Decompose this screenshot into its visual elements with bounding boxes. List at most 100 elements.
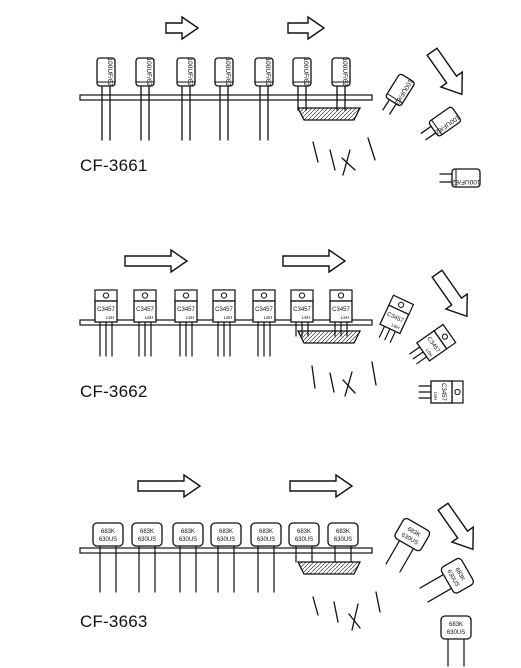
capacitor-body xyxy=(254,57,274,87)
capacitor: 100UF/6Z xyxy=(135,57,155,141)
feed-arrow xyxy=(287,15,326,41)
lead xyxy=(419,573,445,589)
caption-cf-3662: CF-3662 xyxy=(80,382,148,401)
body-marking: 100UF/6Z xyxy=(224,58,231,87)
body-sub-marking: L6H xyxy=(224,315,232,320)
lead xyxy=(412,351,424,360)
body-marking: 100UF/6Z xyxy=(264,58,271,87)
lead xyxy=(385,539,401,565)
trimmed-leads xyxy=(312,591,381,631)
capacitor: 100UF/6Z xyxy=(254,57,274,141)
lead-scrap xyxy=(333,601,339,623)
transistor-body xyxy=(212,300,236,323)
capacitor: 100UF/6Z xyxy=(176,57,196,141)
caption-cf-3661: CF-3661 xyxy=(80,156,148,175)
capacitor-body xyxy=(135,57,155,87)
eject-arrow xyxy=(437,502,474,551)
trimmed-leads xyxy=(312,137,376,176)
eject-arrow xyxy=(426,47,463,96)
lead-scrap xyxy=(329,372,335,393)
film-capacitor: 683K 630US xyxy=(172,522,204,593)
transistor-body xyxy=(174,300,198,323)
transistor-body xyxy=(252,300,276,323)
capacitor: 100UF/6Z xyxy=(420,106,462,141)
cutter-blade xyxy=(296,107,362,121)
transistor-body xyxy=(290,300,314,323)
feed-arrow xyxy=(137,473,202,499)
capacitor: 100UF/6Z xyxy=(382,73,415,115)
capacitor: 100UF/6Z xyxy=(439,168,481,188)
caption-cf-3663: CF-3663 xyxy=(80,612,148,631)
eject-arrow xyxy=(431,269,468,318)
body-marking: C3457 xyxy=(136,307,154,313)
mounting-hole xyxy=(337,292,345,299)
lead-scrap xyxy=(312,141,319,163)
film-capacitor-body xyxy=(440,615,472,640)
lead xyxy=(384,328,391,341)
body-sub-marking: L6H xyxy=(145,315,153,320)
transistor-body xyxy=(430,380,453,404)
trimmed-leads xyxy=(311,361,377,397)
body-marking: 683K xyxy=(181,529,195,535)
film-capacitor: 683K 630US xyxy=(250,522,282,593)
mounting-hole xyxy=(102,292,110,299)
feed-arrow xyxy=(289,473,354,499)
ejected-component: 100UF/6Z xyxy=(382,73,415,115)
lead-scrap xyxy=(311,365,316,389)
body-marking: 683K xyxy=(259,529,273,535)
mounting-hole xyxy=(441,333,448,340)
body-marking: 683K xyxy=(219,529,233,535)
transistor-body xyxy=(133,300,157,323)
lead-scrap xyxy=(367,137,376,161)
body-sub-marking: 630US xyxy=(447,630,465,636)
lead-scrap xyxy=(351,603,359,631)
lead xyxy=(409,346,421,355)
capacitor: 100UF/6Z xyxy=(331,57,351,111)
body-sub-marking: L6H xyxy=(433,392,438,400)
ejected-component: 100UF/6Z xyxy=(439,168,481,188)
feed-arrow xyxy=(282,248,347,274)
lead xyxy=(399,547,415,573)
body-marking: C3457 xyxy=(215,307,233,313)
capacitor-body xyxy=(176,57,196,87)
body-marking: 100UF/6Z xyxy=(302,58,309,87)
transistor-body xyxy=(329,300,353,323)
body-sub-marking: 630US xyxy=(179,537,197,543)
capacitor-body xyxy=(331,57,351,87)
feed-arrow xyxy=(165,15,200,41)
body-marking: C3457 xyxy=(332,307,350,313)
film-capacitor-body xyxy=(92,522,124,547)
body-marking: 683K xyxy=(336,529,350,535)
body-marking: C3457 xyxy=(255,307,273,313)
body-sub-marking: 630US xyxy=(99,537,117,543)
lead-scrap xyxy=(312,596,319,616)
transistor-body xyxy=(379,304,410,335)
body-marking: C3457 xyxy=(97,307,115,313)
body-sub-marking: 630US xyxy=(217,537,235,543)
lead-scrap xyxy=(341,157,356,171)
body-sub-marking: 630US xyxy=(257,537,275,543)
transistor-body xyxy=(94,300,118,323)
capacitor: 100UF/6Z xyxy=(292,57,312,111)
capacitor-body xyxy=(214,57,234,87)
cutter-blade xyxy=(296,561,362,575)
body-marking: 100UF/6Z xyxy=(452,178,481,185)
body-sub-marking: 630US xyxy=(295,537,313,543)
body-sub-marking: L6H xyxy=(341,315,349,320)
